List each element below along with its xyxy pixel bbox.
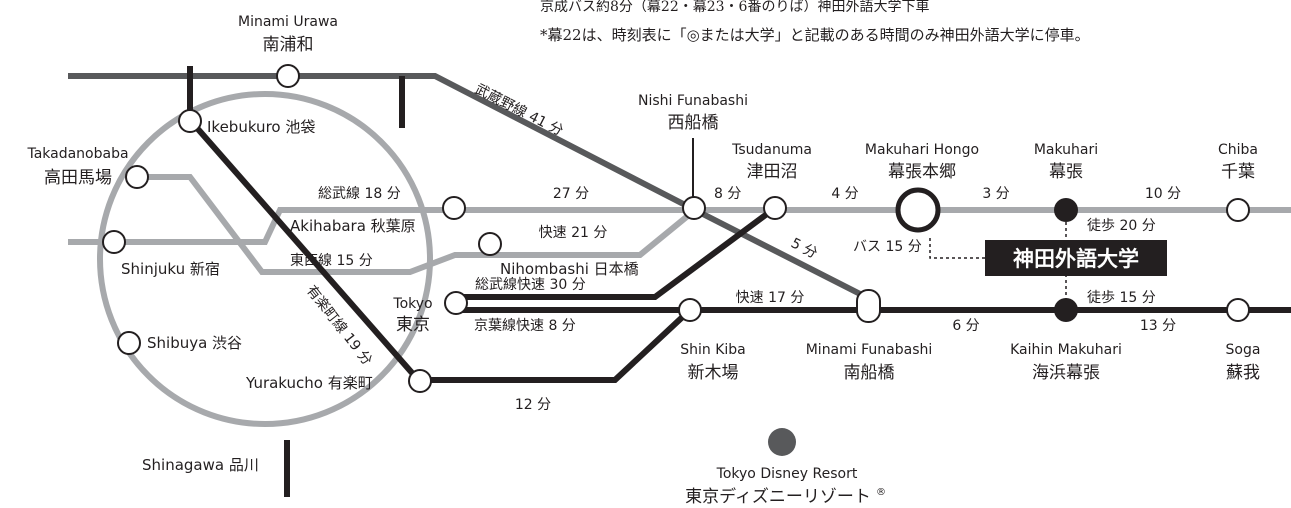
station-nishi-funabashi <box>682 196 706 220</box>
station-makuhari <box>1054 198 1078 222</box>
seg-4-label: 4 分 <box>831 186 858 202</box>
sobu-local-time-label: 総武線 18 分 <box>318 186 401 202</box>
tozai-time-label: 東西線 15 分 <box>290 253 373 269</box>
rapid-21-label: 快速 21 分 <box>539 225 608 241</box>
seg-6-label: 6 分 <box>952 318 979 334</box>
tsudanuma-ja-label: 津田沼 <box>747 162 798 182</box>
seg-8-label: 8 分 <box>714 186 741 202</box>
bus-dotted-link <box>929 238 1000 259</box>
ikebukuro-label: Ikebukuro 池袋 <box>207 118 315 136</box>
sobu-rapid-line <box>455 205 777 300</box>
shin-kiba-ja-label: 新木場 <box>688 363 739 383</box>
seg-13-label: 13 分 <box>1140 318 1176 334</box>
university-label: 神田外語大学 <box>1013 247 1139 271</box>
station-takadanobaba <box>125 165 149 189</box>
university-badge <box>985 240 1167 276</box>
tozai-line <box>137 174 697 275</box>
nishi-funabashi-ja-label: 西船橋 <box>668 113 719 133</box>
station-nihombashi <box>478 232 502 256</box>
station-yurakucho <box>408 369 432 393</box>
station-minami-funabashi <box>856 289 881 323</box>
chiba-en-label: Chiba <box>1218 142 1258 158</box>
kaihin-makuhari-ja-label: 海浜幕張 <box>1032 363 1100 383</box>
station-shin-kiba <box>678 298 702 322</box>
bus-15-label: バス 15 分 <box>853 239 922 255</box>
minami-urawa-en-label: Minami Urawa <box>238 14 338 30</box>
walk-20-label: 徒歩 20 分 <box>1087 218 1156 234</box>
tsudanuma-en-label: Tsudanuma <box>731 142 812 158</box>
makuhari-hongo-en-label: Makuhari Hongo <box>865 142 979 158</box>
station-minami-urawa <box>276 64 300 88</box>
shibuya-label: Shibuya 渋谷 <box>147 334 242 352</box>
takadanobaba-ja-label: 高田馬場 <box>44 168 112 188</box>
soga-ja-label: 蘇我 <box>1226 363 1260 383</box>
minami-urawa-ja-label: 南浦和 <box>263 35 314 55</box>
yamanote-loop-line <box>97 91 433 427</box>
station-soga <box>1226 298 1250 322</box>
makuhari-en-label: Makuhari <box>1034 142 1098 158</box>
nishi-funabashi-en-label: Nishi Funabashi <box>638 93 748 109</box>
seg-12-label: 12 分 <box>515 397 551 413</box>
rinkai-line <box>420 307 693 383</box>
takadanobaba-en-label: Takadanobaba <box>26 146 128 162</box>
seg-27-label: 27 分 <box>553 186 589 202</box>
musashino-line <box>68 73 870 301</box>
station-tokyo <box>444 291 468 315</box>
walk-15-label: 徒歩 15 分 <box>1087 290 1156 306</box>
seg-3-label: 3 分 <box>982 186 1009 202</box>
tokyo-en-label: Tokyo <box>392 296 432 312</box>
sobu-rapid-time-label: 総武線快速 30 分 <box>475 277 586 293</box>
yurakucho-label: Yurakucho 有楽町 <box>245 374 373 392</box>
yurakucho-line-time-label: 有楽町線 19 分 <box>303 283 375 369</box>
station-akihabara <box>442 196 466 220</box>
tokyo-ja-label: 東京 <box>396 315 430 335</box>
rapid-17-label: 快速 17 分 <box>736 290 805 306</box>
minami-funabashi-ja-label: 南船橋 <box>844 363 895 383</box>
chiba-ja-label: 千葉 <box>1221 162 1255 182</box>
nihombashi-label: Nihombashi 日本橋 <box>500 260 639 278</box>
stop-note: *幕22は、時刻表に「◎または大学」と記載のある時間のみ神田外語大学に停車。 <box>540 26 1090 44</box>
station-shinjuku <box>102 230 126 254</box>
makuhari-hongo-ja-label: 幕張本郷 <box>888 162 956 182</box>
makuhari-ja-label: 幕張 <box>1049 162 1083 182</box>
station-ikebukuro <box>178 109 202 133</box>
shinjuku-label: Shinjuku 新宿 <box>121 260 220 278</box>
disney-en-label: Tokyo Disney Resort <box>716 466 858 482</box>
shinagawa-label: Shinagawa 品川 <box>142 456 259 474</box>
station-tsudanuma <box>763 196 787 220</box>
soga-en-label: Soga <box>1226 342 1261 358</box>
disney-registered-mark: ® <box>876 487 886 498</box>
station-kaihin-makuhari <box>1054 298 1078 322</box>
minami-funabashi-en-label: Minami Funabashi <box>806 342 933 358</box>
musashino-time-label: 武蔵野線 41 分 <box>472 81 565 139</box>
yurakucho-line <box>187 118 423 384</box>
station-makuhari-hongo <box>895 187 941 233</box>
station-chiba <box>1226 198 1250 222</box>
disney-marker <box>768 428 796 456</box>
bus-note: 京成バス約8分（幕22・幕23・6番のりば）神田外語大学下車 <box>540 0 929 15</box>
station-shibuya <box>117 331 141 355</box>
disney-ja-label: 東京ディズニーリゾート <box>685 486 871 507</box>
kaihin-makuhari-en-label: Kaihin Makuhari <box>1010 342 1122 358</box>
shin-kiba-en-label: Shin Kiba <box>680 342 746 358</box>
akihabara-label: Akihabara 秋葉原 <box>290 217 416 235</box>
keiyo-rapid-time-label: 京葉線快速 8 分 <box>474 318 576 334</box>
seg-10-label: 10 分 <box>1145 186 1181 202</box>
